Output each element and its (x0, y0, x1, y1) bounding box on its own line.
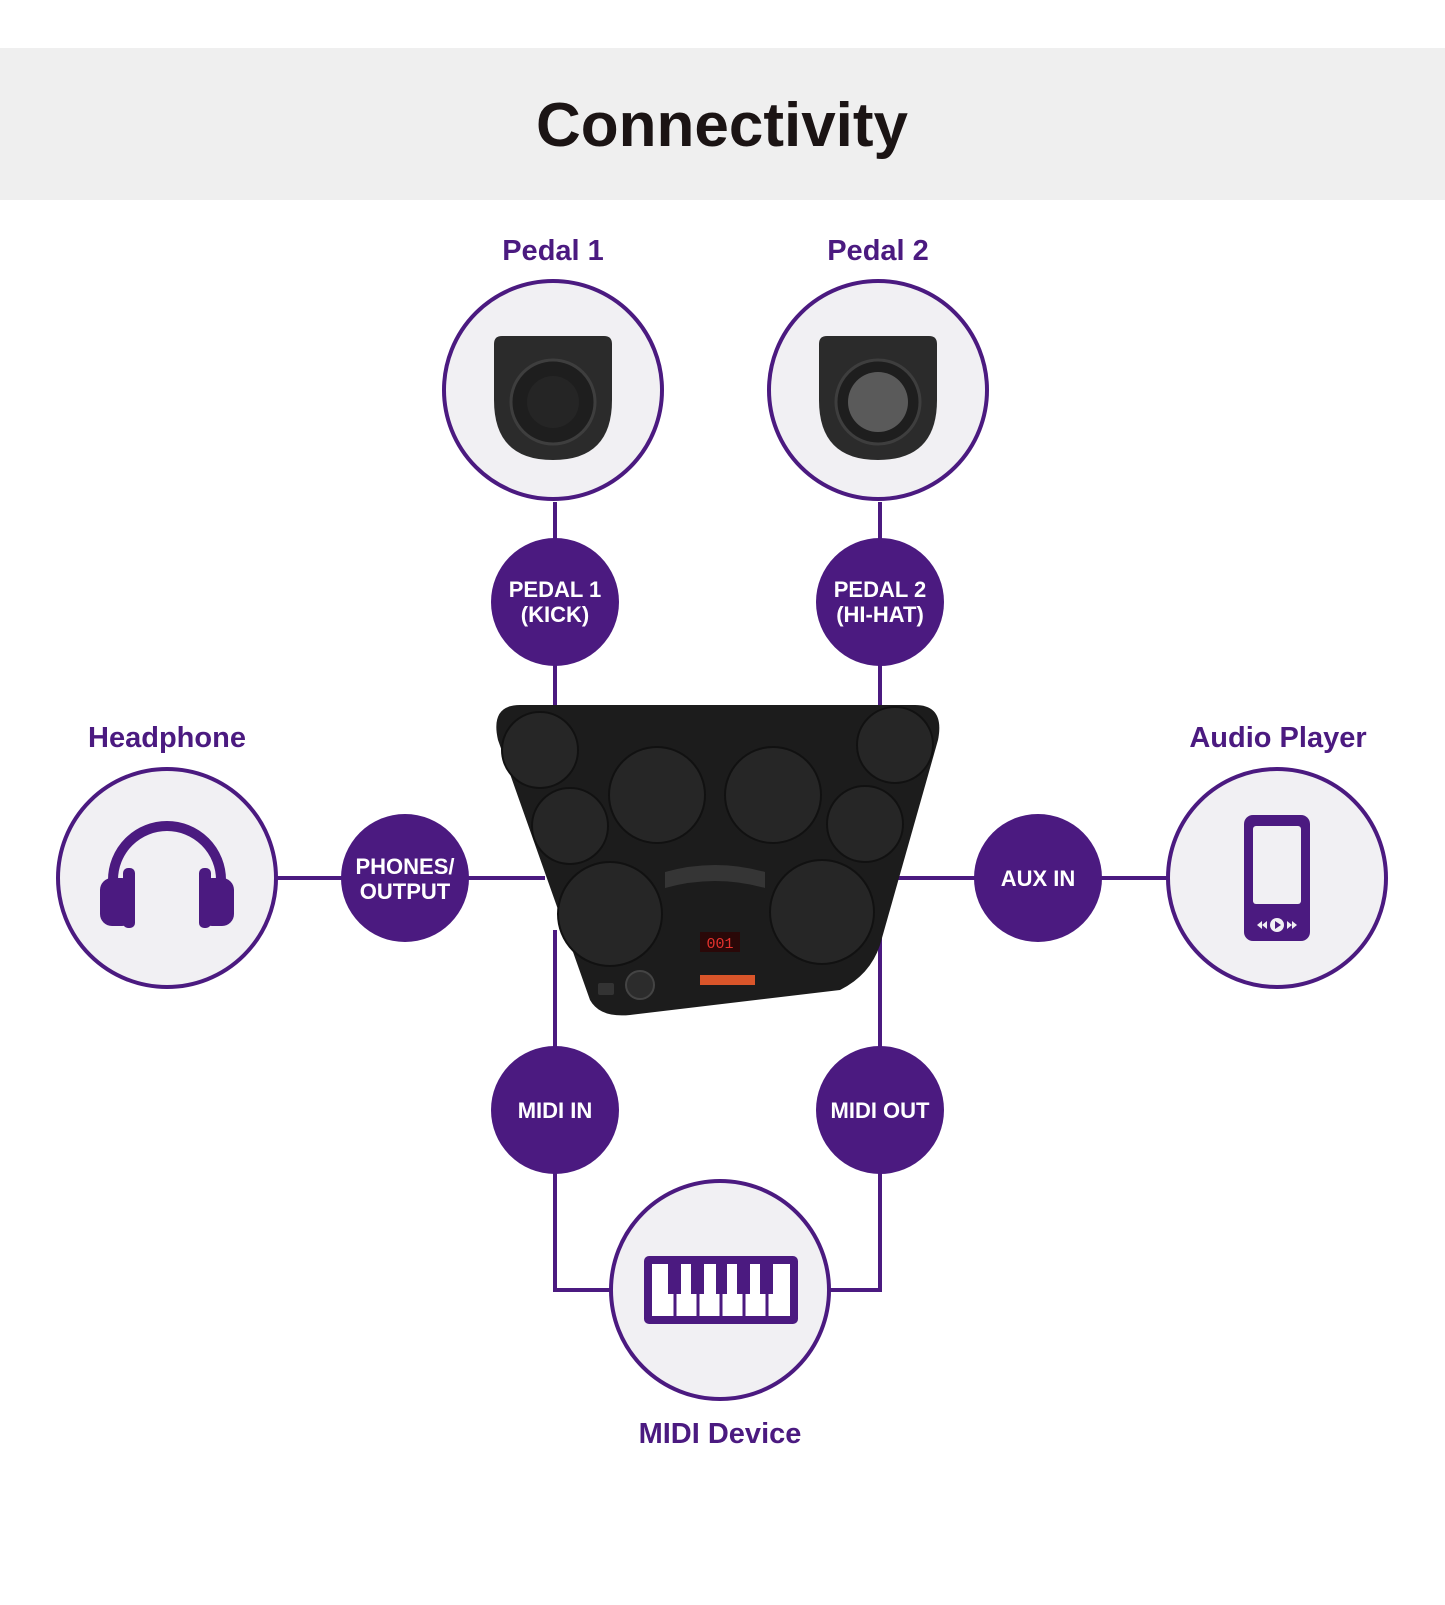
port-midi-out: MIDI OUT (816, 1046, 944, 1174)
keyboard-icon (644, 1256, 798, 1324)
svg-text:PHONES/: PHONES/ (355, 854, 454, 879)
port-pedal2: PEDAL 2 (HI-HAT) (816, 538, 944, 666)
port-pedal1: PEDAL 1 (KICK) (491, 538, 619, 666)
device-audio-player: Audio Player (1166, 722, 1388, 989)
device-pedal2: Pedal 2 (767, 235, 989, 501)
pedal-icon (819, 336, 937, 460)
center-display: 001 (706, 936, 733, 953)
device-label-pedal2: Pedal 2 (827, 235, 929, 267)
svg-text:AUX IN: AUX IN (1001, 866, 1076, 891)
device-headphone: Headphone (56, 722, 278, 989)
svg-text:PEDAL 1: PEDAL 1 (509, 577, 602, 602)
svg-text:(HI-HAT): (HI-HAT) (836, 602, 924, 627)
headphone-icon (100, 821, 234, 928)
device-midi: MIDI Device (609, 1179, 831, 1450)
device-circle-headphone (56, 767, 278, 989)
svg-text:(KICK): (KICK) (521, 602, 589, 627)
port-phones-output: PHONES/ OUTPUT (341, 814, 469, 942)
title-band (0, 48, 1445, 200)
svg-text:MIDI OUT: MIDI OUT (831, 1098, 931, 1123)
device-label-headphone: Headphone (88, 722, 246, 754)
svg-text:OUTPUT: OUTPUT (360, 879, 451, 904)
device-label-audio-player: Audio Player (1189, 722, 1366, 754)
port-midi-in: MIDI IN (491, 1046, 619, 1174)
port-aux-in: AUX IN (974, 814, 1102, 942)
page-title: Connectivity (536, 91, 909, 160)
drum-pad-icon: 001 (496, 705, 940, 1016)
pedal-icon (494, 336, 612, 460)
audio-player-icon (1244, 815, 1310, 941)
svg-text:PEDAL 2: PEDAL 2 (834, 577, 927, 602)
device-pedal1: Pedal 1 (442, 235, 664, 501)
device-label-pedal1: Pedal 1 (502, 235, 604, 267)
svg-text:MIDI IN: MIDI IN (518, 1098, 593, 1123)
device-label-midi: MIDI Device (639, 1418, 802, 1450)
